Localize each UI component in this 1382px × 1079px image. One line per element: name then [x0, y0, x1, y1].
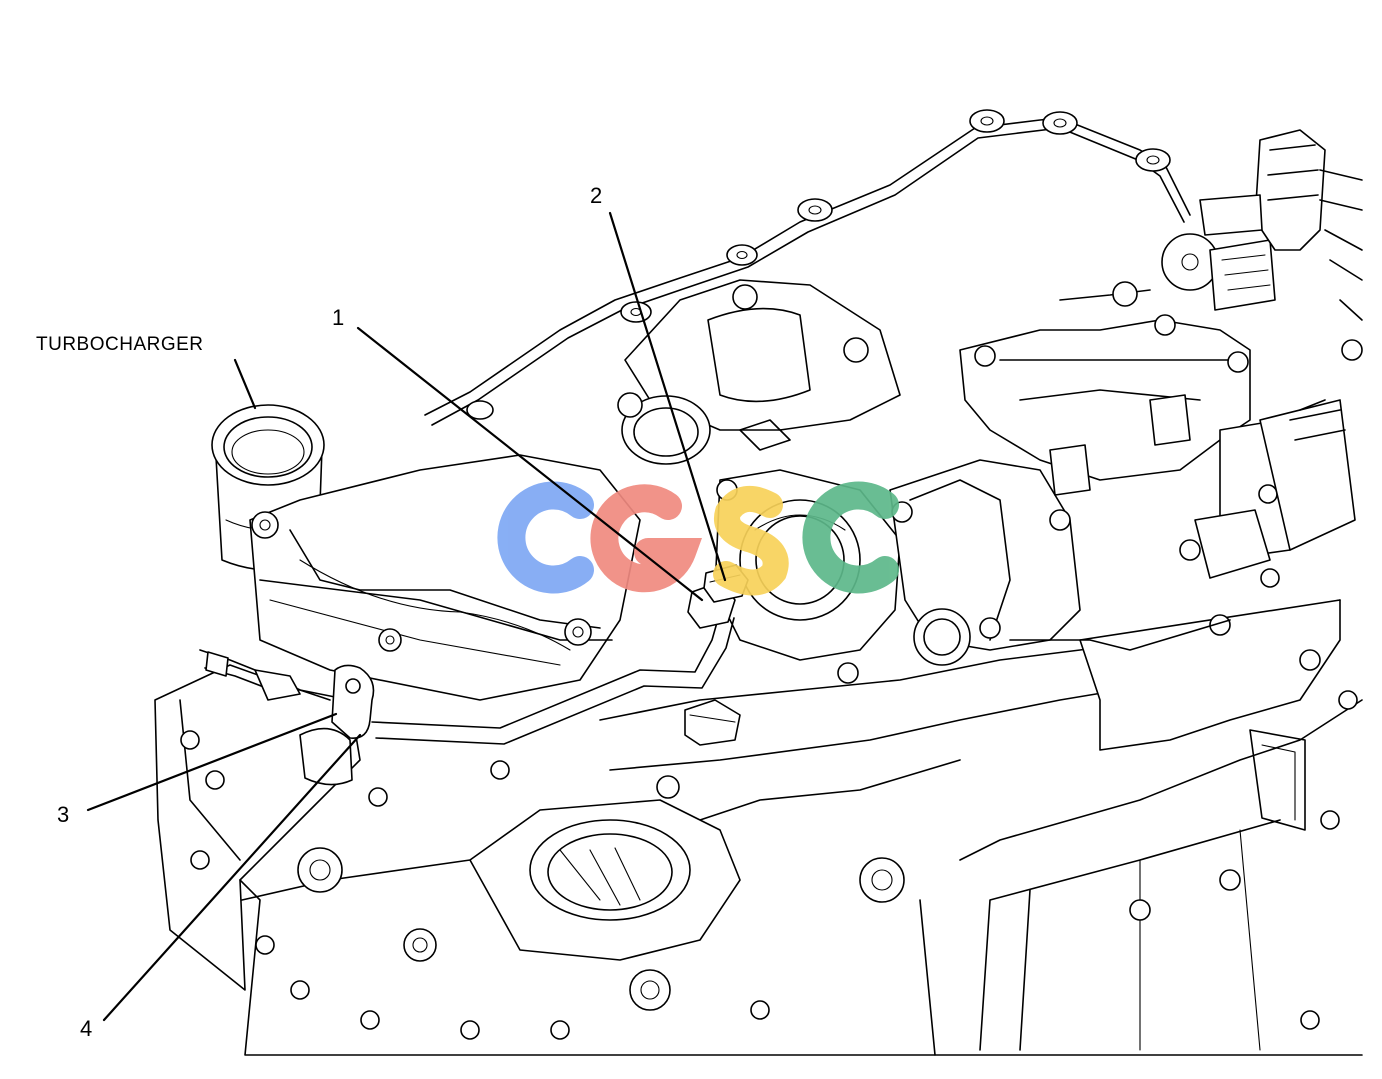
watermark-letter-g	[590, 484, 703, 593]
callout-4: 4	[80, 1016, 92, 1041]
leader-line-3	[86, 712, 338, 812]
leader-line-turbocharger	[233, 358, 257, 410]
watermark-letter-c1	[497, 481, 594, 594]
watermark-letter-s	[713, 485, 789, 596]
callout-1: 1	[332, 305, 344, 330]
watermark-letter-c2	[802, 481, 899, 594]
engine-illustration	[154, 109, 1363, 1056]
leader-line-1	[356, 326, 704, 602]
callout-3: 3	[57, 802, 69, 827]
callout-2: 2	[590, 183, 602, 208]
leader-lines	[86, 211, 727, 1022]
leader-line-4	[102, 733, 362, 1022]
turbocharger-label: TURBOCHARGER	[36, 334, 204, 355]
leader-line-2	[608, 211, 727, 582]
